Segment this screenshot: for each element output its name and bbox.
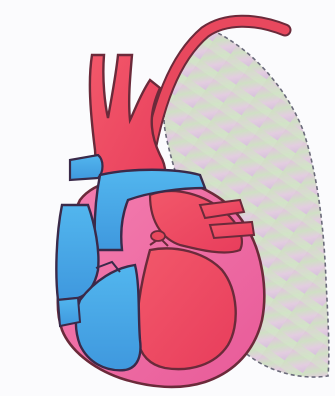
aortic-valve bbox=[151, 231, 165, 241]
superior-vena-cava bbox=[70, 155, 103, 180]
inferior-vena-cava bbox=[58, 298, 80, 326]
